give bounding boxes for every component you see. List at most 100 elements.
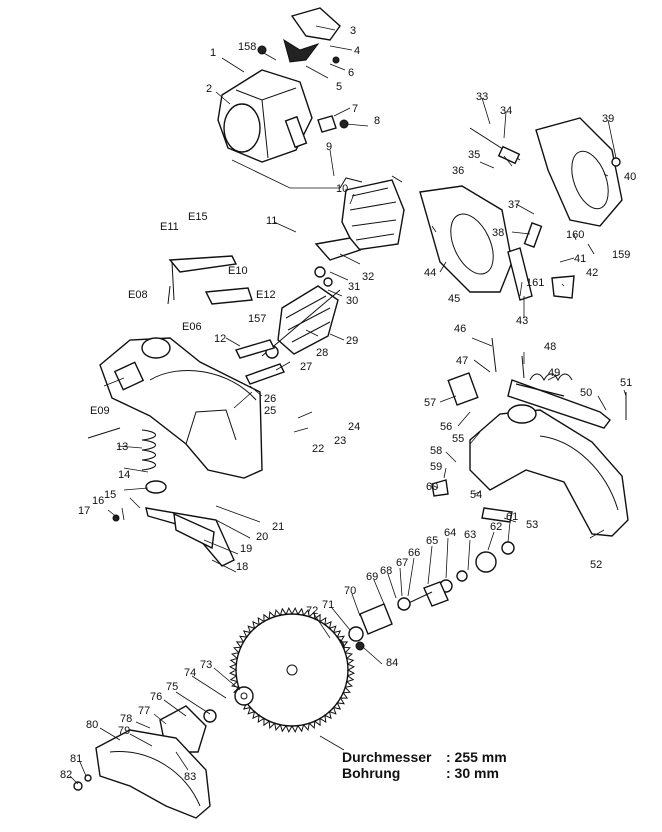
part-label: 70 — [344, 585, 356, 597]
bore-label: Bohrung — [342, 765, 400, 781]
part-label: 161 — [526, 277, 544, 289]
part-label: 77 — [138, 705, 150, 717]
part-label: 54 — [470, 489, 482, 501]
part-label: 27 — [300, 361, 312, 373]
part-label: E06 — [182, 321, 202, 333]
part-label: 82 — [60, 769, 72, 781]
part-label: 10 — [336, 183, 348, 195]
part-label: E11 — [160, 221, 179, 233]
part-labels: 1 2 3 4 5 6 7 8 9 10 11 12 13 14 15 16 1… — [60, 25, 636, 783]
part-label: 58 — [430, 445, 442, 457]
part-label: 21 — [272, 521, 284, 533]
part-label: E08 — [128, 289, 148, 301]
diameter-label: Durchmesser — [342, 749, 432, 765]
diameter-value: : 255 mm — [446, 749, 507, 765]
part-label: 79 — [118, 725, 130, 737]
part-label: 76 — [150, 691, 162, 703]
lower-guard — [73, 686, 254, 819]
part-label: 55 — [452, 433, 464, 445]
part-label: 66 — [408, 547, 420, 559]
part-label: 20 — [256, 531, 268, 543]
part-label: 9 — [326, 141, 332, 153]
part-label: 68 — [380, 565, 392, 577]
part-label: 37 — [508, 199, 520, 211]
armature — [234, 266, 341, 385]
part-label: 39 — [602, 113, 614, 125]
part-label: 17 — [78, 505, 90, 517]
part-label: 159 — [612, 249, 630, 261]
part-label: 2 — [206, 83, 212, 95]
part-label: 22 — [312, 443, 324, 455]
part-label: 73 — [200, 659, 212, 671]
part-label: 43 — [516, 315, 528, 327]
part-label: 59 — [430, 461, 442, 473]
part-label: 63 — [464, 529, 476, 541]
part-label: 48 — [544, 341, 556, 353]
part-label: 4 — [354, 45, 360, 57]
part-label: 26 — [264, 393, 276, 405]
right-saw-body — [431, 337, 629, 537]
part-label: E09 — [90, 405, 110, 417]
part-label: 78 — [120, 713, 132, 725]
spindle-assembly — [323, 541, 515, 659]
part-label: 45 — [448, 293, 460, 305]
part-label: 33 — [476, 91, 488, 103]
part-label: 13 — [116, 441, 128, 453]
part-label: E10 — [228, 265, 248, 277]
part-label: 61 — [506, 511, 518, 523]
part-label: 64 — [444, 527, 456, 539]
part-label: 42 — [586, 267, 598, 279]
left-saw-body — [87, 255, 263, 479]
field-stator — [314, 175, 405, 261]
part-label: 3 — [350, 25, 356, 37]
part-label: 160 — [566, 229, 584, 241]
part-label: 7 — [352, 103, 358, 115]
blade-specification: Durchmesser : 255 mm Bohrung : 30 mm — [342, 749, 507, 781]
part-label: 56 — [440, 421, 452, 433]
part-label: 44 — [424, 267, 436, 279]
part-label: 35 — [468, 149, 480, 161]
part-label: 69 — [366, 571, 378, 583]
part-label: 29 — [346, 335, 358, 347]
part-label: 158 — [238, 41, 256, 53]
motor-housing — [217, 7, 349, 163]
part-label: 24 — [348, 421, 360, 433]
handle-assembly — [419, 117, 623, 301]
part-label: 8 — [374, 115, 380, 127]
part-label: 84 — [386, 657, 398, 669]
part-label: 40 — [624, 171, 636, 183]
part-label: 36 — [452, 165, 464, 177]
part-label: 74 — [184, 667, 196, 679]
part-label: 65 — [426, 535, 438, 547]
part-label: 53 — [526, 519, 538, 531]
part-label: 18 — [236, 561, 248, 573]
part-label: 6 — [348, 67, 354, 79]
spring-assembly — [112, 429, 235, 567]
part-label: 49 — [548, 367, 560, 379]
part-label: 62 — [490, 521, 502, 533]
part-label: 157 — [248, 313, 266, 325]
saw-blade — [228, 606, 356, 734]
part-label: 28 — [316, 347, 328, 359]
part-label: 19 — [240, 543, 252, 555]
part-label: 32 — [362, 271, 374, 283]
part-label: 23 — [334, 435, 346, 447]
part-label: 83 — [184, 771, 196, 783]
part-label: 15 — [104, 489, 116, 501]
part-label: 38 — [492, 227, 504, 239]
part-label: E12 — [256, 289, 276, 301]
part-label: 34 — [500, 105, 512, 117]
bore-value: : 30 mm — [446, 765, 499, 781]
part-label: 60 — [426, 481, 438, 493]
part-label: 52 — [590, 559, 602, 571]
part-label: 51 — [620, 377, 632, 389]
part-label: 57 — [424, 397, 436, 409]
part-label: 1 — [210, 47, 216, 59]
part-label: 16 — [92, 495, 104, 507]
part-label: 47 — [456, 355, 468, 367]
part-label: 5 — [336, 81, 342, 93]
part-label: 41 — [574, 253, 586, 265]
part-label: 72 — [306, 605, 318, 617]
